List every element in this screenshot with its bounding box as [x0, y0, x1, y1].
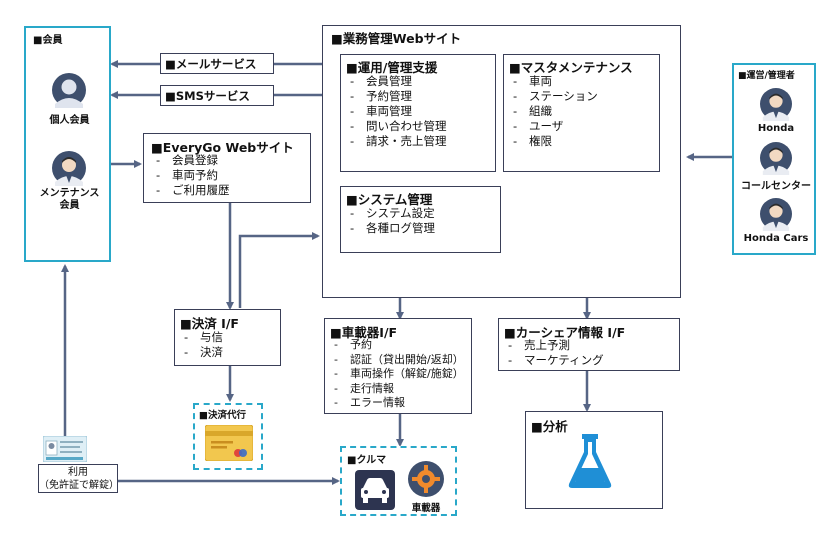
license-card-icon [43, 436, 87, 462]
credit-card-icon [205, 425, 253, 461]
maintenance-person-icon [52, 151, 86, 186]
honda-person-icon [760, 88, 792, 121]
list-item: 請求・売上管理 [350, 134, 447, 149]
car-title: ■クルマ [347, 455, 387, 466]
operator-callcenter-label: コールセンター [741, 181, 811, 192]
list-item: システム設定 [350, 206, 435, 221]
list-item: 与信 [184, 330, 223, 345]
operators-panel: ■運営/管理者 Honda コールセンター Honda Cars [732, 63, 816, 255]
admin-site-title: ■業務管理Webサイト [331, 31, 462, 46]
list-item: 車両管理 [350, 104, 447, 119]
payment-to-admin-arrow [238, 232, 320, 308]
operators-title: ■運営/管理者 [738, 71, 795, 81]
payment-if-title: ■決済 I/F [180, 316, 239, 331]
list-item: 車両予約 [156, 168, 230, 183]
admin-website-box: ■業務管理Webサイト ■運用/管理支援 会員管理 予約管理 車両管理 問い合わ… [322, 25, 681, 298]
onboard-if-title: ■車載器I/F [330, 325, 398, 340]
ops-title: ■運用/管理支援 [346, 60, 438, 75]
carshare-if-title: ■カーシェア情報 I/F [504, 325, 626, 340]
system-title: ■システム管理 [346, 192, 433, 207]
sms-service-label: ■SMSサービス [165, 89, 250, 103]
list-item: 予約管理 [350, 89, 447, 104]
everygo-title: ■EveryGo Webサイト [151, 140, 294, 155]
call-center-person-icon [760, 142, 792, 175]
list-item: 会員管理 [350, 74, 447, 89]
individual-member-label: 個人会員 [49, 115, 90, 126]
car-icon [355, 470, 395, 510]
list-item: 権限 [513, 134, 598, 149]
master-title: ■マスタメンテナンス [509, 60, 633, 75]
usage-label: 利用（免許証で解錠） [39, 467, 119, 491]
list-item: 決済 [184, 345, 223, 360]
mail-service-box: ■メールサービス [160, 53, 274, 74]
sms-service-box: ■SMSサービス [160, 85, 274, 106]
list-item: エラー情報 [334, 396, 464, 411]
onboard-device-label: 車載器 [411, 503, 441, 514]
list-item: 車両操作（解錠/施錠） [334, 367, 464, 382]
list-item: 会員登録 [156, 153, 230, 168]
flask-icon [568, 434, 612, 488]
analysis-title: ■分析 [531, 419, 568, 434]
operator-hondacars-label: Honda Cars [743, 233, 809, 244]
maintenance-member-label: メンテナンス会員 [39, 188, 100, 211]
payment-agent-box: ■決済代行 [193, 403, 263, 470]
payment-agent-title: ■決済代行 [199, 410, 246, 421]
everygo-website-box: ■EveryGo Webサイト 会員登録 車両予約 ご利用履歴 [143, 133, 311, 203]
list-item: 予約 [334, 338, 464, 353]
list-item: 売上予測 [508, 338, 604, 353]
usage-box: 利用（免許証で解錠） [38, 464, 119, 493]
mail-service-label: ■メールサービス [165, 57, 257, 71]
everygo-items: 会員登録 車両予約 ご利用履歴 [156, 153, 230, 198]
list-item: 車両 [513, 74, 598, 89]
list-item: マーケティング [508, 353, 604, 368]
list-item: 走行情報 [334, 382, 464, 397]
payment-if-box: ■決済 I/F 与信 決済 [174, 309, 281, 366]
master-maintenance-box: ■マスタメンテナンス 車両 ステーション 組織 ユーザ 権限 [503, 54, 660, 172]
operator-honda-label: Honda [757, 123, 795, 134]
member-title: ■会員 [33, 35, 63, 46]
honda-cars-person-icon [760, 198, 792, 231]
list-item: ユーザ [513, 119, 598, 134]
list-item: 各種ログ管理 [350, 221, 435, 236]
list-item: ステーション [513, 89, 598, 104]
list-item: 認証（貸出開始/返却） [334, 353, 464, 368]
analysis-box: ■分析 [525, 411, 663, 509]
list-item: 問い合わせ管理 [350, 119, 447, 134]
ops-support-box: ■運用/管理支援 会員管理 予約管理 車両管理 問い合わせ管理 請求・売上管理 [340, 54, 496, 172]
person-icon [52, 73, 86, 108]
list-item: 組織 [513, 104, 598, 119]
carshare-if-box: ■カーシェア情報 I/F 売上予測 マーケティング [498, 318, 680, 371]
list-item: ご利用履歴 [156, 183, 230, 198]
member-panel: ■会員 個人会員 メンテナンス会員 [24, 26, 111, 262]
onboard-if-box: ■車載器I/F 予約 認証（貸出開始/返却） 車両操作（解錠/施錠） 走行情報 … [324, 318, 472, 414]
onboard-device-icon [408, 461, 444, 497]
car-box: ■クルマ 車載器 [340, 446, 457, 516]
system-management-box: ■システム管理 システム設定 各種ログ管理 [340, 186, 501, 253]
